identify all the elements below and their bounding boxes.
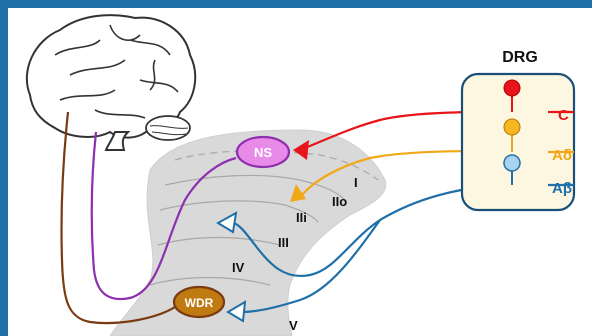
- abeta-fiber-label: Aβ: [552, 180, 572, 197]
- abeta-terminal-upper-icon: [216, 211, 238, 234]
- wdr-label: WDR: [185, 296, 214, 310]
- wdr-neuron: WDR: [172, 285, 226, 319]
- lamina-iii-roman-label: III: [278, 235, 289, 250]
- adelta-cell-body: [503, 118, 521, 152]
- lamina-i-label: I: [354, 175, 358, 190]
- drg-box: [460, 72, 576, 212]
- abeta-cell-body: [503, 154, 521, 185]
- lamina-iio-label: IIo: [332, 194, 347, 209]
- brain-icon: [25, 14, 197, 151]
- abeta-terminal-lower-icon: [226, 300, 247, 323]
- c-fiber-label: C: [558, 107, 569, 124]
- lamina-v-label: V: [289, 318, 298, 333]
- wdr-ascending-tract: [60, 111, 179, 325]
- c-fiber-terminal-icon: [293, 140, 309, 160]
- ns-ascending-tract: [90, 131, 237, 301]
- lamina-boundaries: [149, 150, 379, 286]
- abeta-fiber-line: [231, 183, 549, 314]
- pain-pathway-diagram: NS WDR DRG: [25, 14, 576, 336]
- adelta-fiber-terminal-icon: [290, 184, 306, 202]
- drg-title: DRG: [502, 49, 538, 66]
- lamina-iii-label: IIi: [296, 210, 307, 225]
- lamina-iv-label: IV: [232, 260, 245, 275]
- ns-label: NS: [254, 145, 272, 160]
- lamina-labels: I IIo IIi III IV V: [232, 175, 358, 333]
- c-cell-body: [503, 79, 521, 112]
- ns-neuron: NS: [235, 135, 291, 169]
- diagram-panel: NS WDR DRG: [8, 8, 592, 336]
- adelta-fiber-label: Aδ: [552, 147, 572, 164]
